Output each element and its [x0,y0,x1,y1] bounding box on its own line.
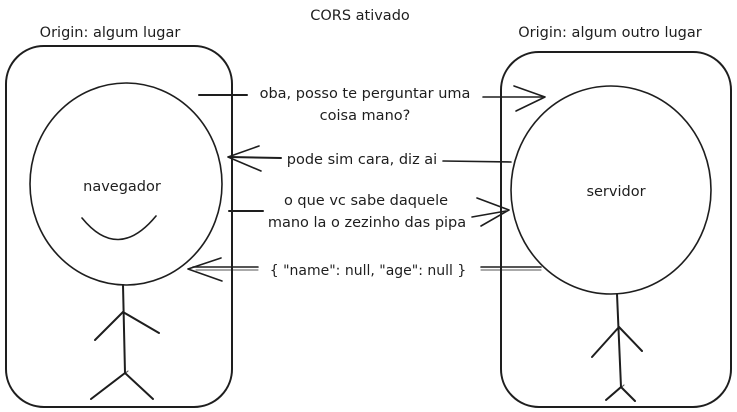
browser-actor-label: navegador [83,179,161,195]
server-head [510,85,712,295]
browser-stick-figure [90,284,160,400]
message-request-2: o que vc sabe daquele mano la o zezinho … [228,193,510,231]
message-text-line2: mano la o zezinho das pipa [268,215,466,231]
arrow-line-right [471,210,507,218]
browser-box [5,45,233,408]
message-text-line2: coisa mano? [320,108,411,124]
stick-left-arm [94,311,124,341]
server-panel: servidor [500,51,732,408]
diagram-title: CORS ativado [310,8,410,24]
message-request-1: oba, posso te perguntar uma coisa mano? [198,85,546,124]
browser-panel: navegador [5,45,233,408]
stick-body [122,284,126,374]
arrow-line-right [442,160,512,163]
server-box [500,51,732,408]
message-text-line1: oba, posso te perguntar uma [260,86,471,102]
stick-right-leg [124,372,154,400]
arrow-head-right-icon [513,85,546,112]
stick-right-leg [620,386,636,402]
server-actor-label: servidor [586,184,645,200]
browser-head [29,82,223,286]
stick-left-arm [591,326,620,358]
message-text-line1: pode sim cara, diz ai [287,152,437,168]
message-text-line1: o que vc sabe daquele [284,193,448,209]
stick-right-arm [618,326,643,352]
stick-right-arm [122,311,160,334]
arrow-head-left-icon [227,145,262,172]
arrow-line-left [229,156,282,159]
server-origin-label: Origin: algum outro lugar [518,25,702,41]
server-stick-figure [591,293,643,402]
message-reply-1: pode sim cara, diz ai [227,145,512,172]
message-response-json: { "name": null, "age": null } [187,257,542,282]
browser-smile [81,215,157,241]
arrow-head-right-icon [476,197,510,227]
message-text-line1: { "name": null, "age": null } [270,263,467,279]
browser-origin-label: Origin: algum lugar [40,25,181,41]
stick-body [616,293,622,388]
stick-left-leg-sketch [93,370,129,398]
